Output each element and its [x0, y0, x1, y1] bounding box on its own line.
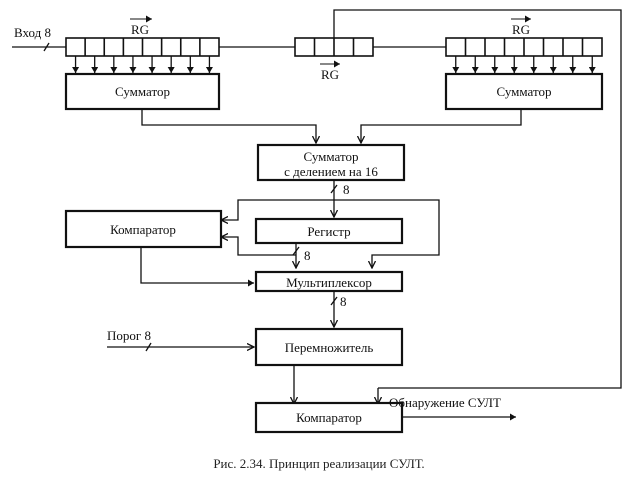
- output-label: Обнаружение СУЛТ: [389, 395, 501, 410]
- register-block: Регистр: [254, 217, 404, 245]
- middle-register-label: RG: [320, 60, 340, 82]
- svg-text:Компаратор: Компаратор: [110, 222, 176, 237]
- multiplexer-block: Мультиплексор: [254, 270, 404, 293]
- svg-text:8: 8: [343, 182, 350, 197]
- comparator-bottom-block: Компаратор: [254, 401, 404, 434]
- wire-bypass-to-mux: [334, 199, 440, 268]
- threshold-label: Порог 8: [107, 328, 151, 343]
- input-label: Вход 8: [14, 25, 51, 40]
- left-register-taps: [72, 56, 213, 73]
- svg-text:RG: RG: [512, 22, 530, 37]
- svg-text:Сумматор: Сумматор: [304, 149, 359, 164]
- wire-adder-right-to-divider: [361, 109, 522, 143]
- comparator-left-block: Компаратор: [64, 209, 223, 249]
- bus-slash: [330, 296, 338, 306]
- svg-text:Регистр: Регистр: [307, 224, 350, 239]
- svg-text:Мультиплексор: Мультиплексор: [286, 275, 372, 290]
- bus-slash: [292, 246, 300, 256]
- svg-text:8: 8: [304, 248, 311, 263]
- left-shift-register: [65, 37, 220, 57]
- right-register-label: RG: [511, 15, 531, 37]
- bus-slash: [145, 342, 152, 352]
- wire-to-comparator-lower: [221, 237, 296, 256]
- input-line: [12, 42, 66, 52]
- adder-left-block: Сумматор: [64, 72, 221, 111]
- svg-text:с делением на 16: с делением на 16: [284, 164, 378, 179]
- right-register-taps: [452, 56, 596, 73]
- multiplier-block: Перемножитель: [254, 327, 404, 367]
- svg-text:Сумматор: Сумматор: [115, 84, 170, 99]
- wire-adder-left-to-divider: [141, 109, 316, 143]
- svg-text:8: 8: [340, 294, 347, 309]
- bus-slash: [43, 42, 50, 52]
- svg-text:RG: RG: [321, 67, 339, 82]
- bus-slash: [330, 184, 338, 194]
- adder-right-block: Сумматор: [444, 72, 604, 111]
- adder-divide-by-16-block: Сумматор с делением на 16: [256, 143, 406, 182]
- svg-text:RG: RG: [131, 22, 149, 37]
- wire-comparator-to-mux: [140, 247, 254, 287]
- svg-text:Сумматор: Сумматор: [497, 84, 552, 99]
- figure-caption: Рис. 2.34. Принцип реализации СУЛТ.: [213, 456, 424, 471]
- wire-to-comparator-upper: [221, 199, 334, 220]
- middle-shift-register: [294, 37, 374, 57]
- left-register-label: RG: [130, 15, 152, 37]
- svg-text:Компаратор: Компаратор: [296, 410, 362, 425]
- svg-text:Перемножитель: Перемножитель: [285, 340, 374, 355]
- feedback-wire: [333, 9, 622, 389]
- right-shift-register: [445, 37, 603, 57]
